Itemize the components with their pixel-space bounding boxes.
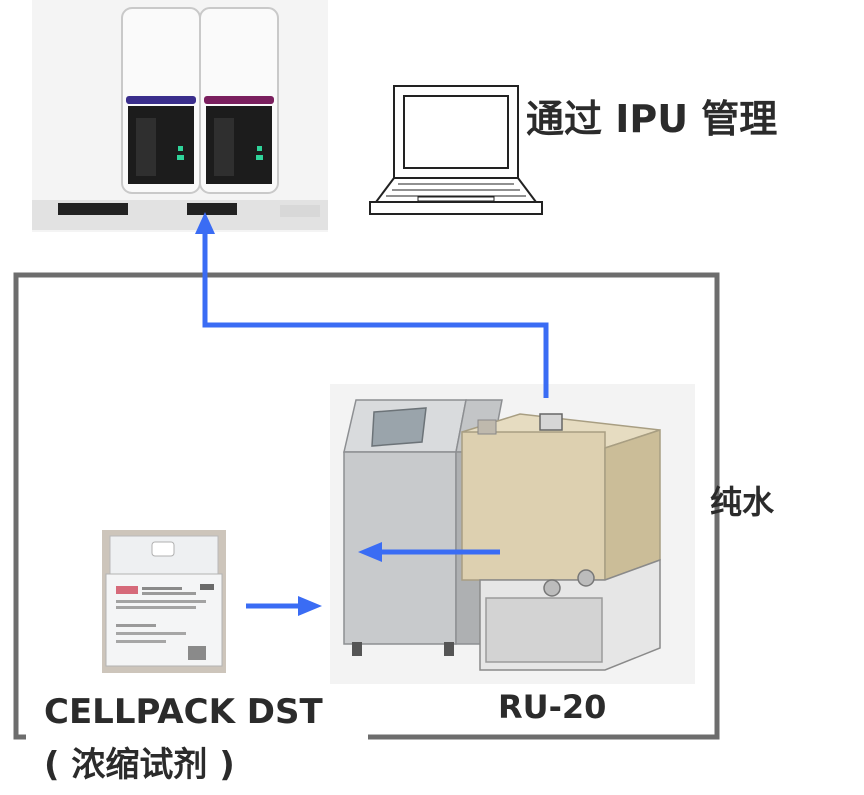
ru20-unit-icon <box>330 384 695 684</box>
cellpack-sublabel: ( 浓缩试剂 ) <box>44 745 235 785</box>
cellpack-box-icon <box>102 530 226 673</box>
hematology-analyzer-icon <box>32 0 328 232</box>
pure-water-label: 纯水 <box>710 483 775 521</box>
ru20-label: RU-20 <box>498 688 607 726</box>
ipu-management-label: 通过 IPU 管理 <box>526 97 778 141</box>
cellpack-label: CELLPACK DST <box>44 692 323 732</box>
pure-water-supply-arrow <box>202 230 549 398</box>
arrowhead-up <box>195 212 215 234</box>
arrowhead-right <box>298 596 322 616</box>
arrowhead-left <box>358 542 382 562</box>
laptop-icon <box>369 85 543 215</box>
